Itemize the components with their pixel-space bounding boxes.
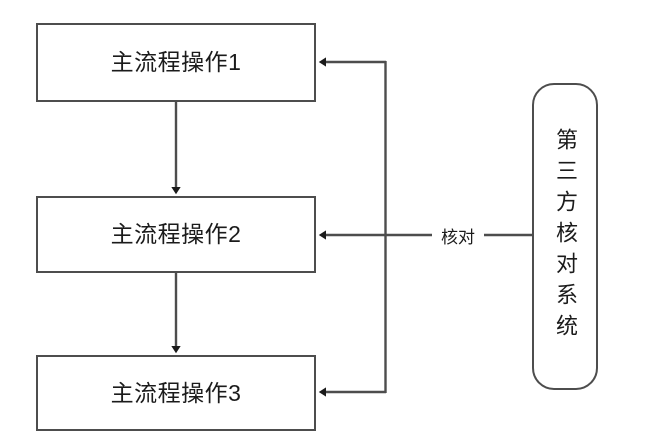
node-label-op1: 主流程操作1 — [110, 49, 242, 75]
node-label-op2: 主流程操作2 — [110, 221, 242, 247]
node-main-process-step-2[interactable]: 主流程操作2 — [36, 196, 316, 273]
node-label-op3: 主流程操作3 — [110, 379, 242, 406]
node-main-process-step-1[interactable]: 主流程操作1 — [36, 23, 316, 102]
node-third-party-reconciliation-system[interactable]: 第三方核对系统 — [532, 83, 598, 390]
node-label-third-party: 第三方核对系统 — [553, 128, 578, 345]
edge-label-reconcile: 核对 — [432, 222, 484, 249]
node-main-process-step-3[interactable]: 主流程操作3 — [36, 355, 316, 431]
